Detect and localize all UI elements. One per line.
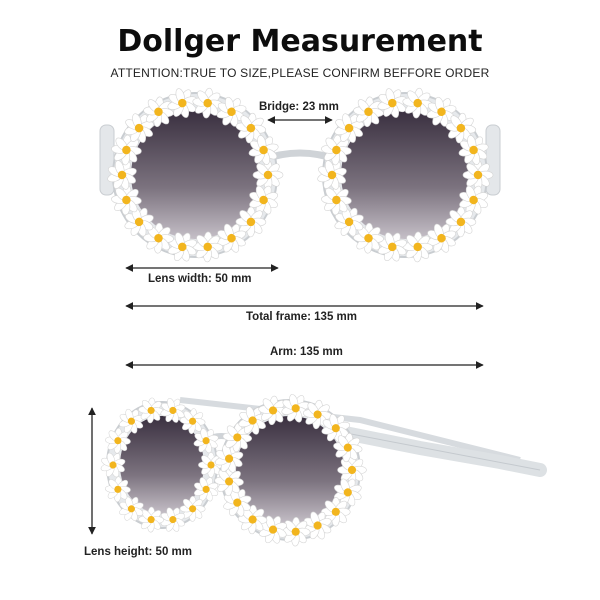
bridge-label: Bridge: 23 mm <box>259 101 339 113</box>
total-frame-label: Total frame: 135 mm <box>246 311 357 323</box>
attention-note: ATTENTION:TRUE TO SIZE,PLEASE CONFIRM BE… <box>110 66 490 80</box>
left-lens <box>131 111 259 239</box>
right-lens <box>341 111 469 239</box>
page-title: Dollger Measurement <box>117 24 483 59</box>
lens-height-label: Lens height: 50 mm <box>84 546 192 558</box>
far-lens <box>120 416 204 514</box>
front-view-glasses <box>99 82 501 268</box>
near-lens <box>236 416 344 524</box>
arm-label: Arm: 135 mm <box>270 346 343 358</box>
angled-view-glasses <box>95 388 547 550</box>
lens-width-label: Lens width: 50 mm <box>148 273 252 285</box>
